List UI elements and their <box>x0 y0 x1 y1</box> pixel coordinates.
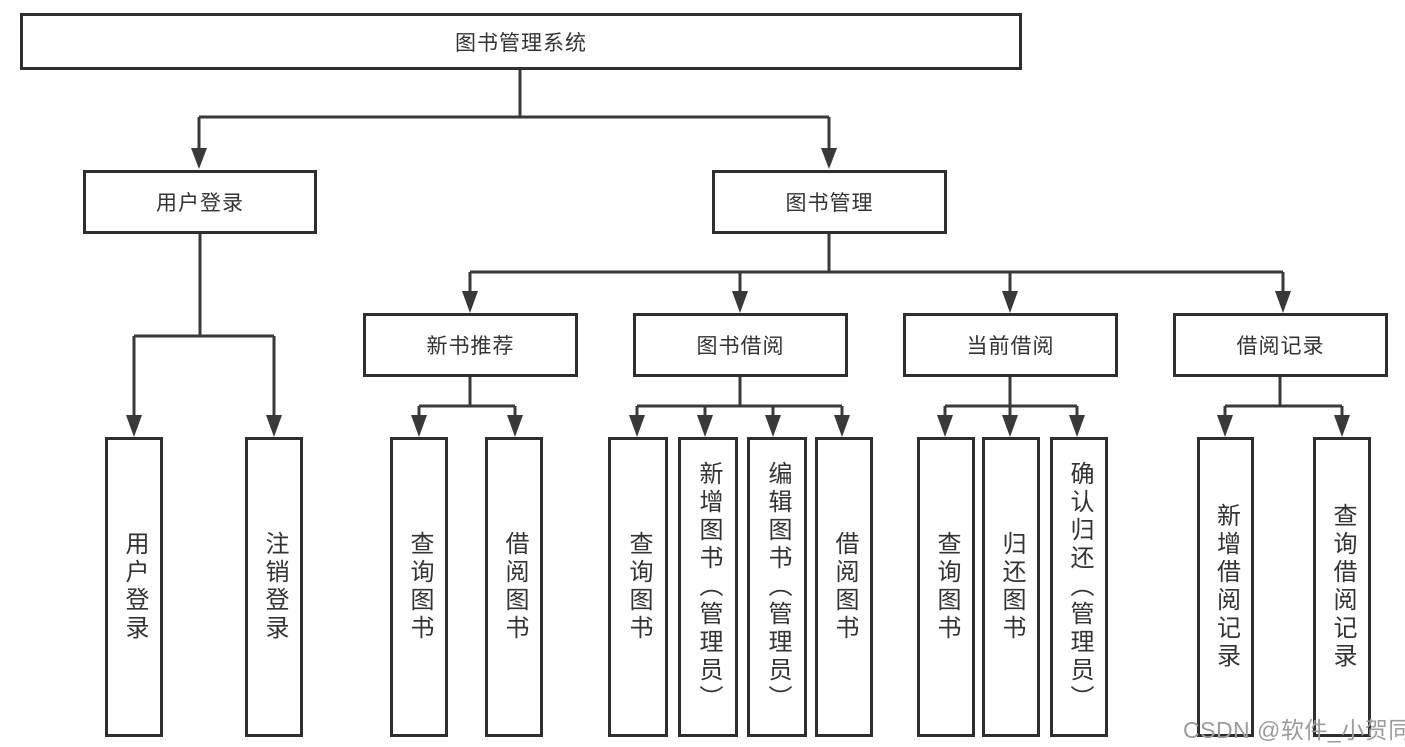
node-label: 新书推荐 <box>426 335 515 358</box>
leaf-edit-books-admin: 编辑图书（管理员） <box>747 437 807 737</box>
node-label: 借阅记录 <box>1236 335 1325 358</box>
leaf-user-login: 用户登录 <box>105 437 163 737</box>
leaf-label: 查询图书 <box>625 531 652 643</box>
leaf-label: 新增借阅记录 <box>1212 503 1240 671</box>
leaf-label: 归还图书 <box>998 531 1025 643</box>
leaf-label: 查询借阅记录 <box>1329 503 1356 671</box>
leaf-label: 借阅图书 <box>831 531 858 643</box>
leaf-label: 用户登录 <box>121 531 148 643</box>
connector-user-login-to-leaves <box>126 234 282 437</box>
leaf-query-books: 查询图书 <box>390 437 448 737</box>
leaf-confirm-return-admin: 确认归还（管理员） <box>1050 437 1108 737</box>
connector-current-borrow-to-leaves <box>937 377 1085 437</box>
node-label: 用户登录 <box>156 192 244 215</box>
leaf-add-books-admin: 新增图书（管理员） <box>678 437 738 737</box>
connector-borrow-records-to-leaves <box>1217 377 1350 437</box>
node-label: 图书借阅 <box>696 335 785 358</box>
node-label: 图书管理系统 <box>455 31 587 55</box>
leaf-query-books: 查询图书 <box>608 437 668 737</box>
leaf-label: 确认归还（管理员） <box>1066 461 1093 713</box>
leaf-query-borrow-record: 查询借阅记录 <box>1313 437 1371 737</box>
node-new-book-recommend: 新书推荐 <box>363 313 578 377</box>
node-book-borrow: 图书借阅 <box>633 313 848 377</box>
leaf-label: 新增图书（管理员） <box>695 461 722 713</box>
leaf-label: 查询图书 <box>406 531 433 643</box>
connector-book-borrow-to-leaves <box>629 377 850 437</box>
leaf-logout-login: 注销登录 <box>245 437 303 737</box>
connector-root-to-level2 <box>191 70 837 169</box>
node-current-borrow: 当前借阅 <box>903 313 1118 377</box>
connector-book-management-to-level3 <box>462 234 1291 313</box>
node-user-login: 用户登录 <box>83 170 317 234</box>
leaf-query-books: 查询图书 <box>917 437 975 737</box>
csdn-watermark: CSDN @软件_小贺同学 <box>1183 717 1405 743</box>
node-label: 当前借阅 <box>966 335 1055 358</box>
leaf-borrow-books: 借阅图书 <box>815 437 873 737</box>
leaf-label: 编辑图书（管理员） <box>764 461 791 713</box>
node-label: 图书管理 <box>785 192 874 215</box>
leaf-borrow-books: 借阅图书 <box>485 437 543 737</box>
node-library-management-system: 图书管理系统 <box>20 13 1022 70</box>
node-borrow-records: 借阅记录 <box>1173 313 1388 377</box>
leaf-return-books: 归还图书 <box>982 437 1040 737</box>
node-book-management: 图书管理 <box>712 170 947 234</box>
leaf-label: 查询图书 <box>933 531 960 643</box>
connector-new-book-recommend-to-leaves <box>411 377 523 437</box>
leaf-label: 注销登录 <box>261 531 288 643</box>
leaf-add-borrow-record: 新增借阅记录 <box>1197 437 1254 737</box>
leaf-label: 借阅图书 <box>501 531 528 643</box>
